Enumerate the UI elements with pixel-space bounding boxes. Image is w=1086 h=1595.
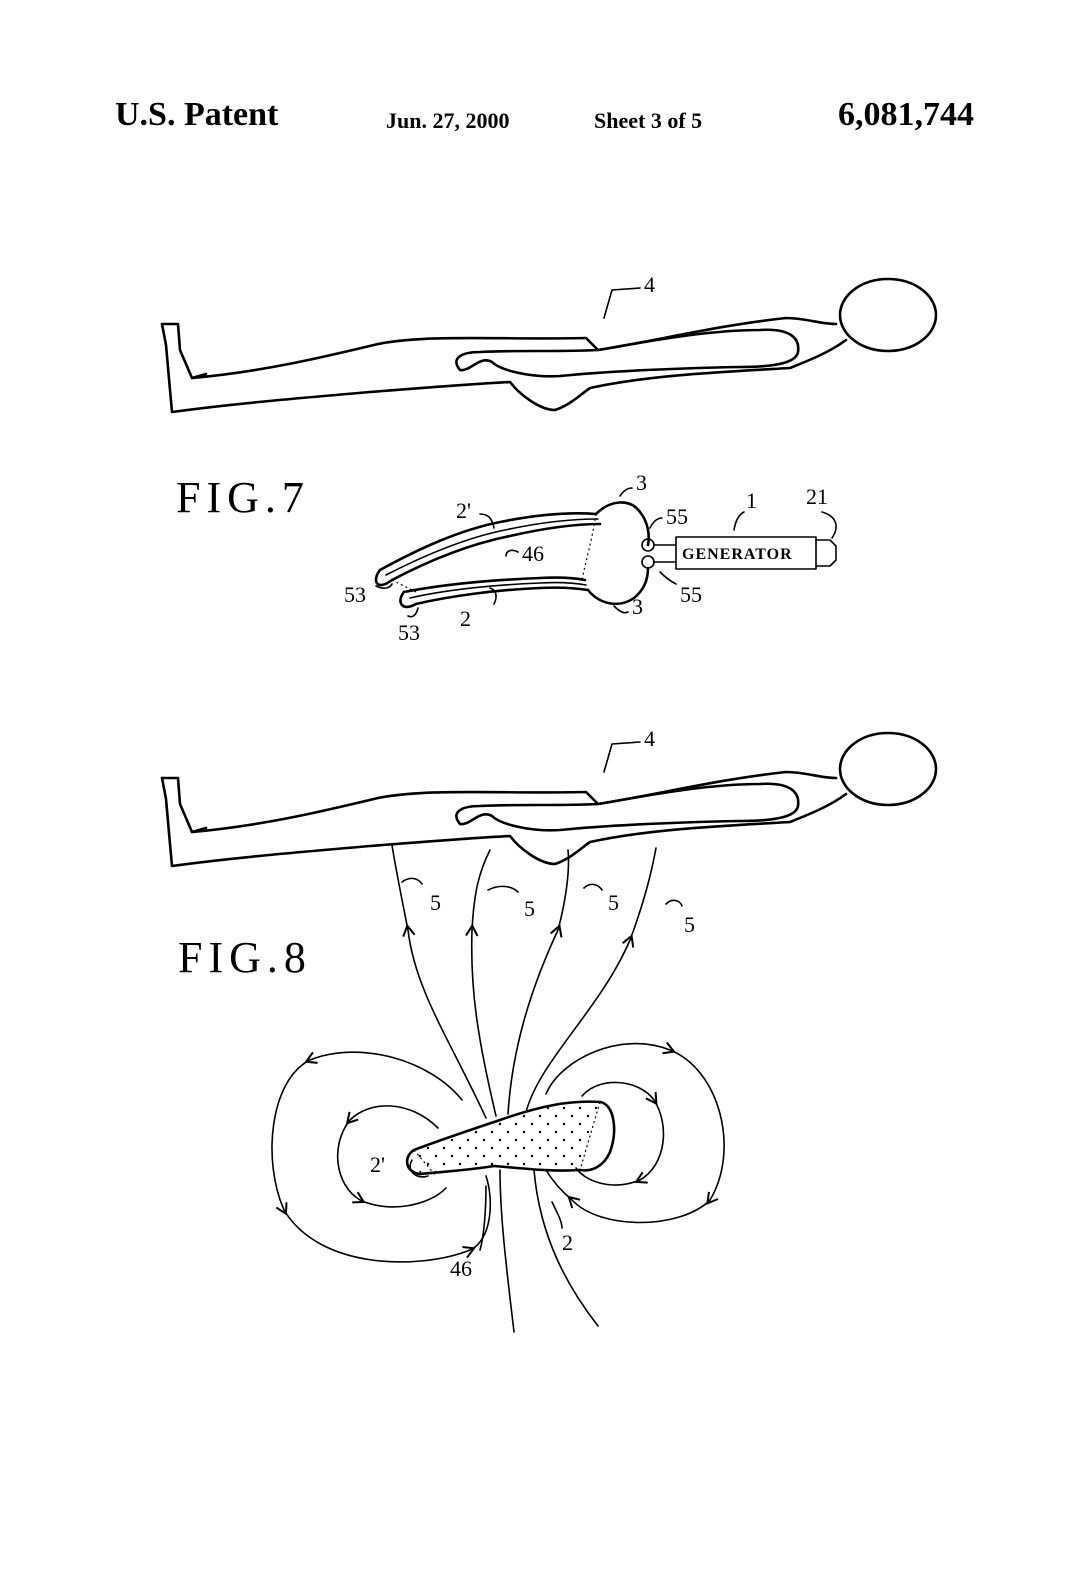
fig8-label-field-4: 5 — [684, 912, 695, 937]
fig8-label-field-3: 5 — [608, 890, 619, 915]
fig7-label-plug: 21 — [806, 484, 828, 509]
fig8-label-body: 4 — [644, 726, 655, 751]
fig7-title: FIG.7 — [176, 473, 310, 522]
fig8-label-coil-lower: 2 — [562, 1230, 573, 1255]
fig8-field-lines — [271, 844, 725, 1333]
fig7-label-coil-upper: 2' — [456, 498, 471, 523]
fig8-title: FIG.8 — [178, 933, 312, 982]
fig8-body-outline — [160, 731, 938, 868]
fig7-leader-core — [505, 549, 519, 557]
fig8-leader-field-4 — [665, 899, 683, 907]
fig7-label-coil-lower: 2 — [460, 606, 471, 631]
fig7-label-body: 4 — [644, 272, 655, 297]
patent-label: U.S. Patent — [115, 96, 279, 133]
fig7-leader-lead-upper — [619, 487, 633, 497]
fig7-label-lead-lower: 3 — [632, 594, 643, 619]
fig7-label-end-lower: 53 — [398, 620, 420, 645]
fig7-leader-generator — [733, 511, 745, 531]
fig7-coil-assembly — [374, 501, 677, 609]
fig7-body-leader — [603, 287, 641, 319]
patent-date: Jun. 27, 2000 — [386, 108, 510, 133]
fig7-generator: GENERATOR — [675, 536, 837, 570]
fig8-leader-field-1 — [401, 877, 423, 885]
fig7-leader-terminal-lower — [659, 571, 677, 585]
fig7-leader-end-upper — [375, 583, 393, 589]
fig7-leader-terminal-upper — [649, 517, 663, 529]
fig8-leader-core — [479, 1185, 487, 1251]
fig7-body-outline — [160, 277, 938, 414]
fig8-leader-coil-lower — [551, 1201, 563, 1229]
fig7-leader-coil-lower — [489, 587, 497, 605]
fig7-leader-lead-lower — [613, 605, 629, 614]
fig8-label-field-2: 5 — [524, 896, 535, 921]
fig8-label-coil-upper: 2' — [370, 1152, 385, 1177]
fig7-leader-end-lower — [407, 607, 419, 618]
fig7-leader-coil-upper — [479, 513, 495, 529]
fig8-body-leader — [603, 741, 641, 773]
fig7-label-lead-upper: 3 — [636, 470, 647, 495]
fig7-label-generator: 1 — [746, 488, 757, 513]
fig8-coil-assembly — [405, 1100, 616, 1178]
fig7-label-terminal-upper: 55 — [666, 504, 688, 529]
fig8-label-field-1: 5 — [430, 890, 441, 915]
fig8-leader-field-2 — [487, 885, 519, 893]
fig8-leader-field-3 — [583, 883, 603, 891]
patent-number: 6,081,744 — [838, 96, 974, 133]
fig8-label-core: 46 — [450, 1256, 472, 1281]
fig7-label-core: 46 — [522, 541, 544, 566]
fig7-generator-text: GENERATOR — [682, 546, 793, 563]
fig7-leader-plug — [821, 511, 837, 539]
sheet-number: Sheet 3 of 5 — [594, 108, 703, 133]
fig7-label-terminal-lower: 55 — [680, 582, 702, 607]
fig7-label-end-upper: 53 — [344, 582, 366, 607]
